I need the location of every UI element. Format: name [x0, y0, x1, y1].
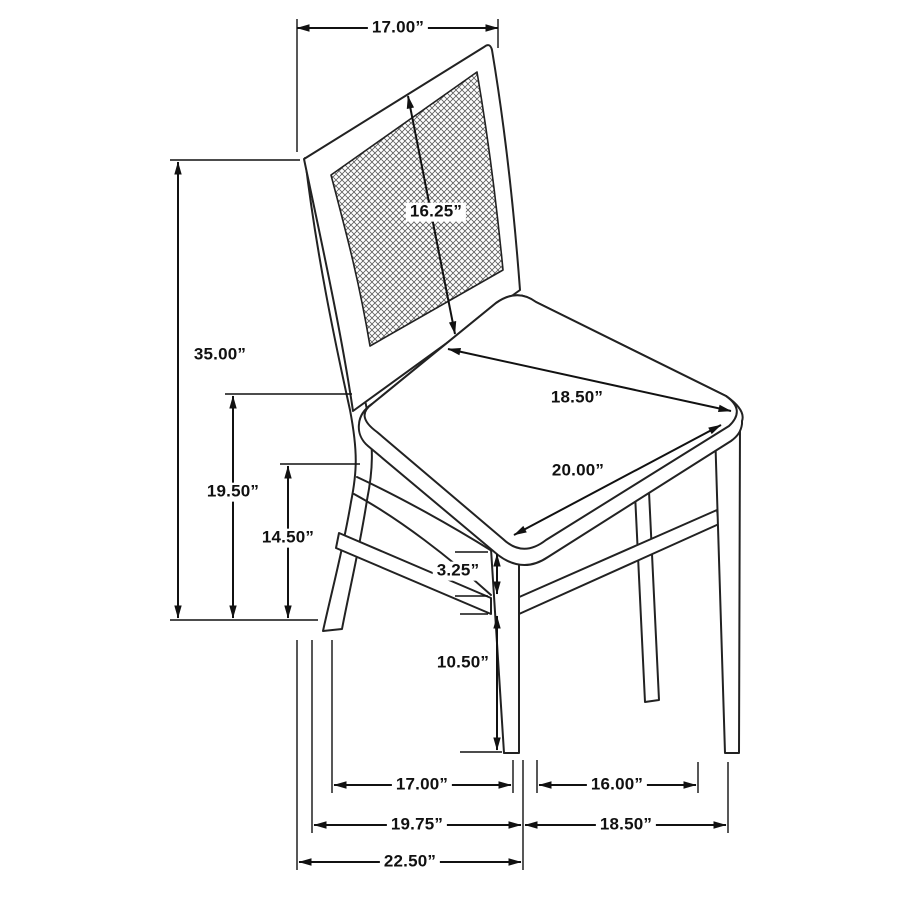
dimension-lines	[174, 24, 732, 866]
dim-label-apron-height: 3.25”	[432, 561, 484, 581]
dim-label-base-depth: 18.50”	[595, 815, 657, 835]
front-left-leg	[490, 548, 520, 754]
dim-line-seat-depth	[513, 424, 722, 536]
front-right-leg	[714, 421, 741, 754]
dim-label-seat-height: 14.50”	[257, 528, 319, 548]
side-apron-top	[356, 476, 493, 552]
dim-label-base-inner-width: 17.00”	[391, 775, 453, 795]
dim-label-overall-width: 22.50”	[379, 852, 441, 872]
dim-line-seat-width	[447, 348, 732, 412]
side-apron-bottom	[353, 493, 492, 596]
dim-label-seat-width: 18.50”	[546, 388, 608, 408]
dim-label-back-seat-height: 19.50”	[202, 482, 264, 502]
extension-lines	[170, 19, 729, 870]
dim-label-base-width: 19.75”	[386, 815, 448, 835]
dim-label-leg-height: 10.50”	[432, 653, 494, 673]
dim-label-top-width: 17.00”	[367, 18, 429, 38]
dim-label-back-panel: 16.25”	[405, 202, 467, 222]
dim-label-overall-height: 35.00”	[189, 345, 251, 365]
dim-label-seat-depth: 20.00”	[547, 461, 609, 481]
dim-label-base-inner-depth: 16.00”	[586, 775, 648, 795]
